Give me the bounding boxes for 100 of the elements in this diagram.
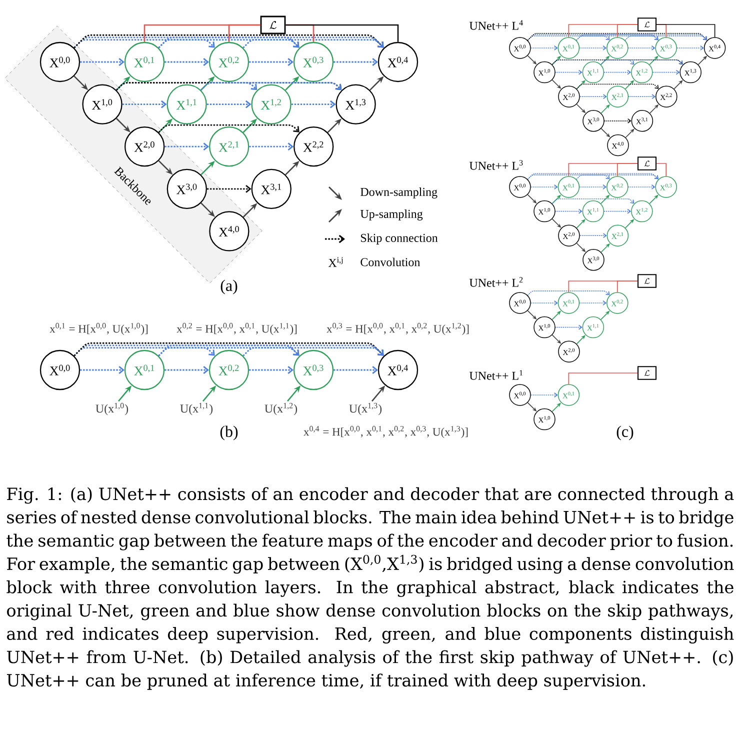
skip-arrow [530,300,558,306]
feature-node: X$^{0,0}$ [40,42,80,82]
skip-arrow [554,324,582,330]
caption: Fig. 1: (a) UNet++ consists of an encoder and decoder that are connected through a series of nested dense convolutional blocks. The main idea behind UNet++ is to bridge the semantic gap between the feature maps of the encoder and decoder prior to fusion. For example, the semantic gap between (X$^{0,0}$,X$^{1,3}$) is bridged using a dense convolution block with three convolution layers. In the graphical abstract, black indicates the original U-Net, green and blue show dense convolution blocks on the skip pathways, and red indicates deep supervision. Red, green, and blue components distinguish UNet++ from U-Net. (b) Detailed analysis of the first skip pathway of UNet++. (c) UNet++ can be pruned at inference time, if trained with deep supervision. [6,487,734,690]
feature-node: X$^{0,2}$ [208,42,250,82]
skip-arrow [74,34,384,48]
skip-arrow [628,45,656,51]
loss-box: $\mathcal{L}$ [637,18,657,32]
skip-arrow [122,100,167,108]
equation: x$^{0,4}$ = H[x$^{0,0}$, x$^{0,1}$, x$^{0,2}$, x$^{0,3}$, U(x$^{1,3}$)] [304,426,468,438]
skip-arrow [600,59,683,66]
skip-arrow [164,366,209,374]
skip-arrow [74,342,384,356]
feature-node: X$^{0,3}$ [293,350,334,390]
skip-arrow [530,45,558,51]
skip-arrow [624,36,708,41]
skip-arrow [80,58,124,66]
skip-arrow [206,184,252,193]
feature-node: X$^{3,0}$ [166,168,207,209]
feature-node: X$^{1,2}$ [251,84,292,124]
feature-node: X$^{0,1}$ [124,42,165,82]
loss-line [616,280,638,293]
skip-arrow [249,142,294,151]
arrow [674,80,683,90]
skip-arrow [527,173,658,180]
skip-arrow [164,142,210,151]
feature-node: X$^{0,0}$ [40,350,80,390]
feature-node: X$^{0,3}$ [293,42,334,82]
loss-line [656,163,667,177]
skip-arrow [158,124,300,133]
panel-label: (b) [220,426,238,440]
skip-arrow [628,184,656,190]
skip-arrow [579,45,607,51]
skip-arrow [164,58,209,66]
feature-node: X$^{0,2}$ [208,350,250,390]
feature-node: X$^{1,0}$ [82,84,122,124]
skip-arrow [527,33,708,41]
skip-arrow [249,366,294,374]
skip-arrow [676,45,704,51]
input-label: U(x$^{1,1}$) [180,402,213,416]
skip-arrow [552,59,683,66]
skip-arrow [242,347,384,356]
skip-arrow [576,84,659,90]
skip-arrow [80,366,124,374]
loss-line [616,24,638,38]
loss-box: $\mathcal{L}$ [637,366,657,380]
panel-label: (c) [616,426,634,440]
feature-node: X$^{3,1}$ [251,168,292,209]
skip-arrow [291,100,336,108]
feature-node: X$^{2,0}$ [124,126,165,167]
feature-node: X$^{0,1}$ [124,350,165,390]
loss-line [616,163,638,177]
skip-arrow [576,34,708,41]
loss-line [228,24,260,42]
loss-box: $\mathcal{L}$ [637,156,657,170]
panel-title: UNet++ L$^{1}$ [469,370,523,380]
legend-label: Up-sampling [360,210,423,220]
skip-arrow [552,198,634,204]
feature-node: X$^{2,1}$ [209,126,250,167]
skip-arrow [249,58,294,66]
input-label: U(x$^{1,2}$) [264,402,298,416]
skip-arrow [206,100,252,108]
skip-arrow [334,366,378,374]
skip-arrow [158,36,384,48]
feature-node: X$^{0,4}$ [378,42,418,82]
skip-arrow [200,82,342,91]
loss-line [656,24,716,38]
skip-arrow [604,208,632,214]
feature-node: X$^{4,0}$ [209,211,250,252]
equation: x$^{0,3}$ = H[x$^{0,0}$, x$^{0,1}$, x$^{0,2}$, U(x$^{1,2}$)] [326,322,469,336]
loss-box: $\mathcal{L}$ [260,16,286,34]
equation: x$^{0,1}$ = H[x$^{0,0}$, U(x$^{1,0}$)] [50,322,148,336]
feature-node: X$^{2,2}$ [294,126,334,167]
legend-label: Skip connection [361,234,438,244]
skip-arrow [576,174,658,180]
legend-label: Down-sampling [360,188,438,198]
skip-arrow [579,94,607,100]
skip-arrow [530,184,558,190]
skip-arrow [604,70,632,75]
skip-arrow [579,184,607,190]
skip-arrow [334,58,378,66]
skip-arrow [554,208,582,214]
skip-arrow [628,94,656,100]
legend-label: Convolution [360,258,420,266]
skip-arrow [604,118,632,124]
input-label: U(x$^{1,0}$) [96,402,128,416]
equation: x$^{0,2}$ = H[x$^{0,0}$, x$^{0,1}$, U(x$^{1,1}$)] [176,322,297,336]
input-label: U(x$^{1,3}$) [349,402,382,416]
panel-title: UNet++ L$^{2}$ [469,277,523,287]
skip-arrow [554,70,582,75]
loss-box: $\mathcal{L}$ [637,274,657,288]
loss-line [286,24,399,42]
skip-arrow [652,70,680,75]
skip-arrow [158,344,384,356]
feature-node: X$^{1,1}$ [166,84,207,124]
skip-arrow [579,300,607,306]
legend-symbol: X$^{i,j}$ [328,257,343,267]
skip-arrow [579,233,607,238]
panel-title: UNet++ L$^{3}$ [469,160,523,170]
skip-arrow [530,392,558,398]
